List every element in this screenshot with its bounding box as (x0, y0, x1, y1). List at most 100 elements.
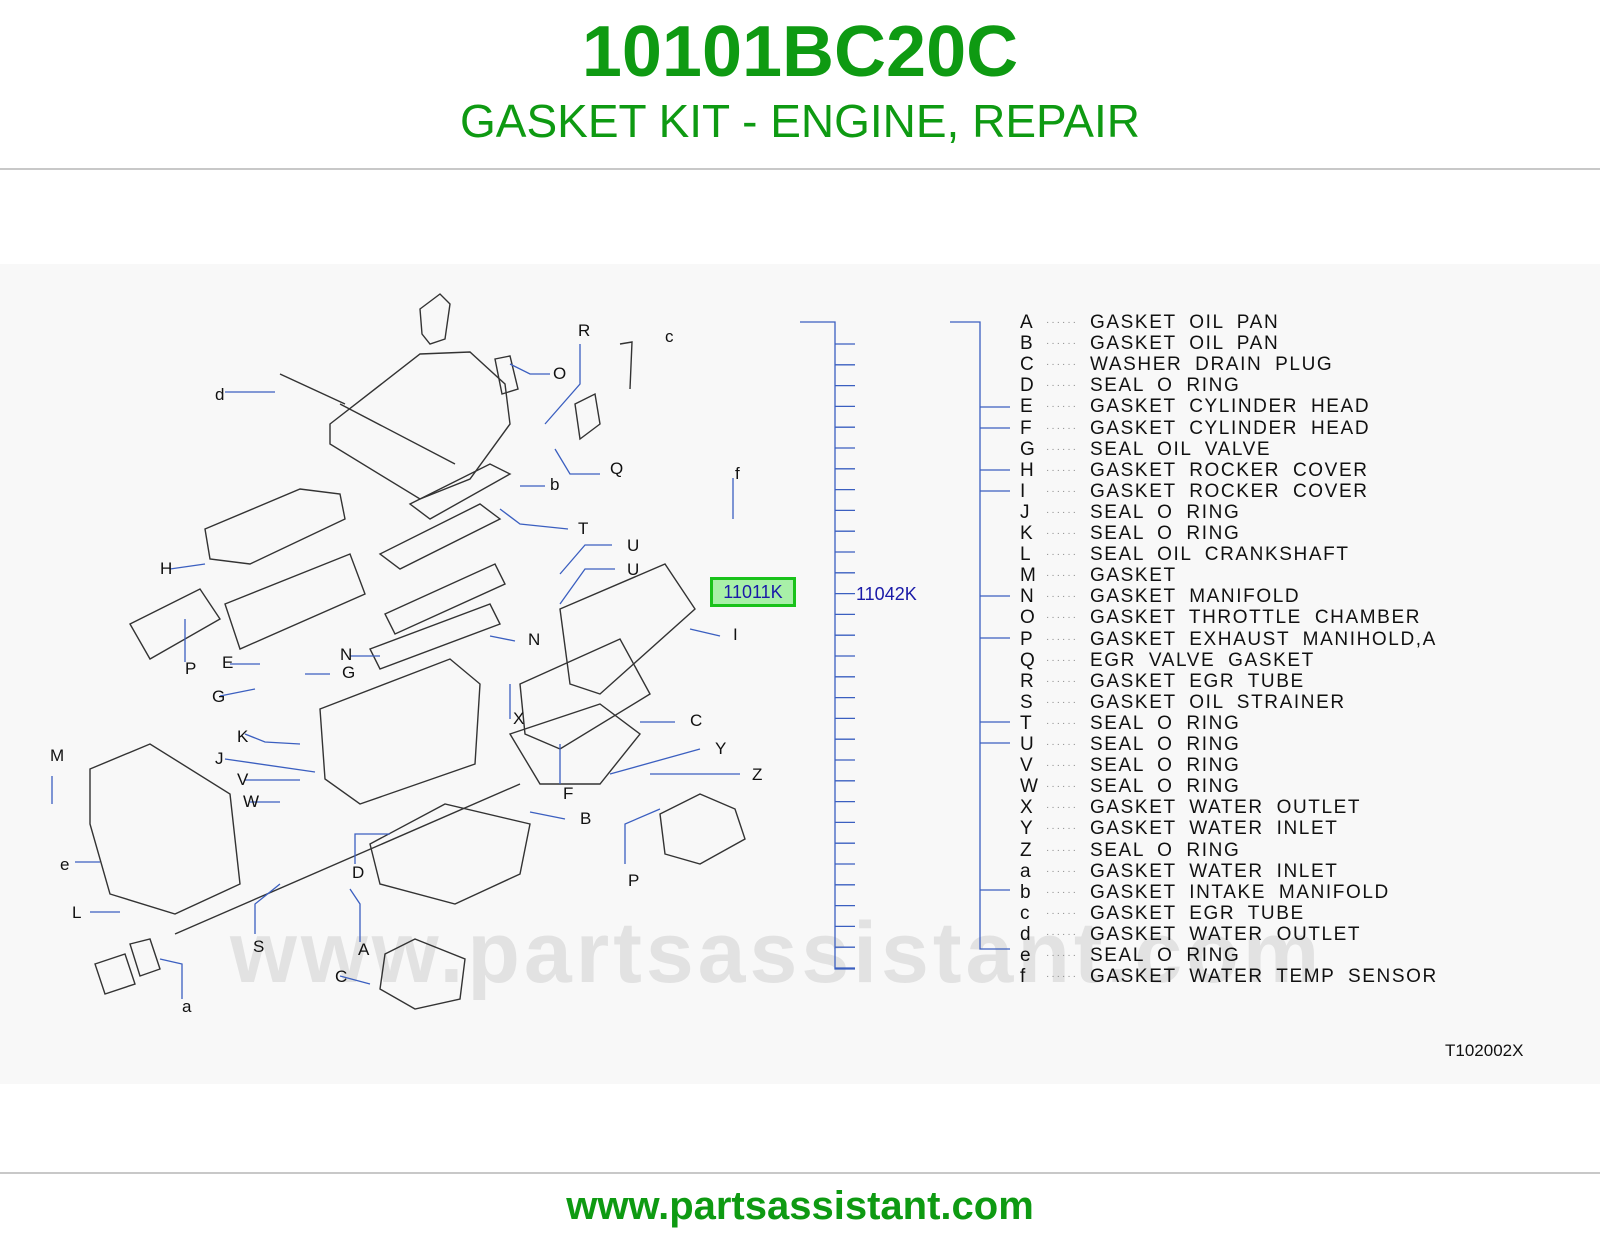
legend-letter: D (1020, 375, 1036, 397)
legend-letter: T (1020, 712, 1034, 734)
legend-letter: d (1020, 923, 1033, 945)
legend-letter: V (1020, 755, 1035, 777)
part-description-title: GASKET KIT - ENGINE, REPAIR (460, 95, 1140, 147)
legend-description: EGR VALVE GASKET (1090, 649, 1315, 671)
footer-website-link[interactable]: www.partsassistant.com (566, 1184, 1034, 1228)
legend-description: GASKET ROCKER COVER (1090, 459, 1369, 481)
legend-letter: K (1020, 523, 1035, 544)
callout-label: d (215, 385, 224, 404)
legend-leader-dots: ······ (1046, 928, 1078, 940)
callout-label: U (627, 560, 639, 579)
legend-description: SEAL O RING (1090, 945, 1241, 966)
legend-description: SEAL OIL CRANKSHAFT (1090, 544, 1350, 566)
legend-leader-dots: ······ (1046, 401, 1078, 413)
legend-description: GASKET CYLINDER HEAD (1090, 396, 1371, 418)
legend-leader-dots: ······ (1046, 865, 1078, 877)
legend-leader-dots: ······ (1046, 781, 1078, 793)
callout-label: W (243, 792, 259, 811)
callout-label: F (563, 784, 573, 803)
legend-letter: Y (1020, 818, 1035, 840)
legend-leader-dots: ······ (1046, 528, 1078, 539)
legend-description: GASKET WATER OUTLET (1090, 923, 1362, 945)
part-number-title: 10101BC20C (581, 12, 1019, 92)
legend-description: GASKET EGR TUBE (1090, 902, 1305, 924)
legend-leader-dots: ······ (1046, 633, 1078, 645)
legend-leader-dots: ······ (1046, 717, 1078, 729)
index-ticks (835, 343, 1010, 969)
callout-label: B (580, 809, 591, 828)
main-part-link-11011k[interactable]: 11011K (710, 577, 796, 607)
callout-label: A (358, 940, 370, 959)
legend-description: SEAL O RING (1090, 712, 1241, 734)
legend-leader-dots: ······ (1046, 506, 1078, 518)
legend-letter: c (1020, 902, 1032, 924)
callout-label: Q (610, 459, 623, 478)
legend-letter: P (1020, 628, 1035, 650)
callout-label: M (50, 746, 64, 765)
legend-leader-dots: ······ (1046, 675, 1078, 687)
legend-letter: e (1020, 945, 1033, 966)
legend-leader-dots: ······ (1046, 844, 1078, 856)
legend-letter: R (1020, 670, 1036, 692)
callout-label: Y (715, 739, 726, 758)
page-header: 10101BC20C GASKET KIT - ENGINE, REPAIR (0, 0, 1600, 170)
engine-sketch (89, 293, 746, 1010)
callout-label: D (352, 863, 364, 882)
legend-description: SEAL O RING (1090, 776, 1241, 798)
callout-label: C (690, 711, 702, 730)
legend-leader-dots: ······ (1046, 654, 1078, 666)
legend-letter: E (1020, 396, 1035, 418)
callout-label: N (528, 630, 540, 649)
callout-label: U (627, 536, 639, 555)
legend-leader-dots: ······ (1046, 886, 1078, 898)
callout-leaders (51, 321, 1010, 999)
legend-letter: a (1020, 860, 1033, 882)
callout-label: I (733, 625, 738, 644)
legend-leader-dots: ······ (1046, 591, 1078, 603)
legend-letter: B (1020, 333, 1035, 355)
legend-description: GASKET ROCKER COVER (1090, 480, 1369, 502)
legend-letter: A (1020, 312, 1035, 333)
legend-letter: U (1020, 734, 1036, 755)
legend-leader-dots: ······ (1046, 802, 1078, 814)
legend-description: GASKET OIL PAN (1090, 333, 1280, 355)
legend-leader-dots: ······ (1046, 338, 1078, 350)
legend-leader-dots: ······ (1046, 760, 1078, 772)
legend-description: GASKET CYLINDER HEAD (1090, 417, 1371, 439)
legend-leader-dots: ······ (1046, 464, 1078, 476)
legend-letter: Z (1020, 839, 1034, 861)
legend-description: SEAL O RING (1090, 734, 1241, 755)
legend-leader-dots: ······ (1046, 359, 1078, 371)
legend-letter: O (1020, 607, 1037, 629)
legend-leader-dots: ······ (1046, 485, 1078, 497)
legend-letter: S (1020, 691, 1035, 713)
callout-label: b (550, 475, 559, 494)
callout-label: C (335, 967, 347, 986)
callout-label: R (578, 321, 590, 340)
legend-letter: L (1020, 544, 1033, 566)
legend-letter: N (1020, 586, 1036, 608)
callout-label: N (340, 645, 352, 664)
legend-description: SEAL O RING (1090, 755, 1241, 777)
legend-letter: Q (1020, 649, 1037, 671)
legend-description: SEAL O RING (1090, 375, 1241, 397)
legend-leader-dots: ······ (1046, 549, 1078, 561)
callout-label: L (72, 903, 81, 922)
legend-letter: W (1020, 776, 1040, 798)
legend-letter: G (1020, 438, 1037, 460)
sub-part-link-11042k[interactable]: 11042K (856, 584, 917, 604)
legend-description: SEAL O RING (1090, 523, 1241, 544)
legend-letter: C (1020, 354, 1036, 376)
legend-letter: I (1020, 480, 1027, 502)
legend-description: GASKET WATER INLET (1090, 818, 1339, 840)
legend-description: GASKET EXHAUST MANIHOLD,A (1090, 628, 1437, 650)
legend-description: GASKET MANIFOLD (1090, 586, 1301, 608)
legend-description: GASKET WATER INLET (1090, 860, 1339, 882)
legend-description: SEAL O RING (1090, 501, 1241, 523)
footer-divider (0, 1172, 1600, 1174)
legend-leader-dots: ······ (1046, 739, 1078, 750)
legend-description: GASKET OIL PAN (1090, 312, 1280, 333)
legend-leader-dots: ······ (1046, 422, 1078, 434)
